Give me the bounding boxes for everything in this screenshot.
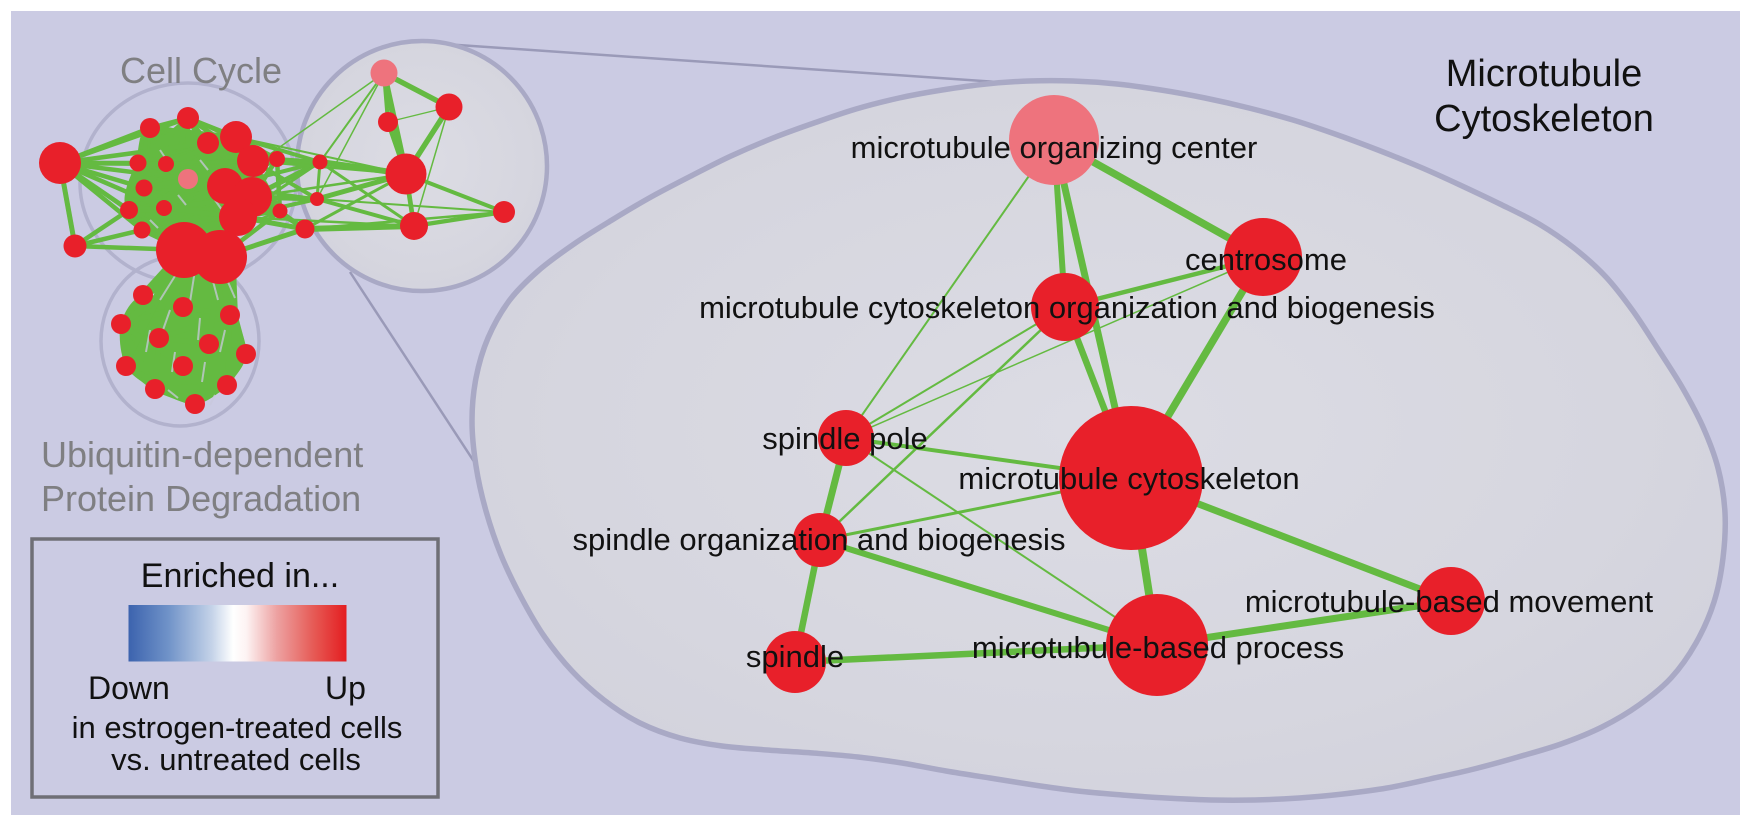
svg-text:microtubule-based movement: microtubule-based movement — [1245, 584, 1654, 619]
svg-text:vs. untreated cells: vs. untreated cells — [111, 742, 361, 777]
svg-text:microtubule cytoskeleton organ: microtubule cytoskeleton organization an… — [699, 290, 1435, 325]
svg-text:spindle pole: spindle pole — [762, 421, 927, 456]
svg-text:spindle: spindle — [746, 639, 844, 674]
svg-text:spindle organization and bioge: spindle organization and biogenesis — [573, 522, 1066, 557]
svg-text:Ubiquitin-dependent: Ubiquitin-dependent — [41, 434, 363, 475]
svg-text:centrosome: centrosome — [1185, 242, 1347, 277]
svg-text:Microtubule: Microtubule — [1446, 53, 1642, 95]
svg-text:in estrogen-treated cells: in estrogen-treated cells — [72, 710, 403, 745]
svg-text:Down: Down — [88, 670, 170, 706]
svg-text:microtubule organizing center: microtubule organizing center — [851, 130, 1258, 165]
svg-text:Cytoskeleton: Cytoskeleton — [1434, 98, 1654, 140]
svg-text:microtubule cytoskeleton: microtubule cytoskeleton — [958, 461, 1299, 496]
svg-text:Cell Cycle: Cell Cycle — [120, 50, 282, 91]
svg-text:microtubule-based process: microtubule-based process — [972, 630, 1344, 665]
svg-text:Enriched in...: Enriched in... — [141, 557, 339, 595]
svg-text:Up: Up — [325, 670, 366, 706]
svg-text:Protein Degradation: Protein Degradation — [41, 478, 361, 519]
